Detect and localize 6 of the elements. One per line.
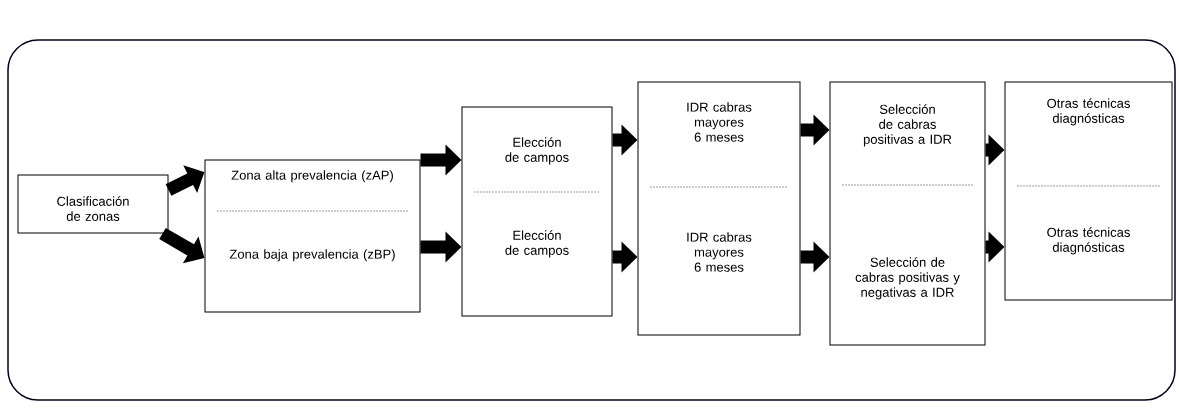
process-box: Zona alta prevalencia (zAP) Zona baja prevalencia (zBP) [204, 159, 421, 313]
process-box: Clasificación de zonas [17, 174, 169, 234]
process-box: Selección de cabras positivas a IDR Selección de cabras positivas y negativas a IDR [829, 81, 986, 346]
process-box: Otras técnicas diagnósticas Otras técnicas diagnósticas [1004, 81, 1173, 301]
process-box: IDR cabras mayores 6 meses IDR cabras mayores 6 meses [637, 81, 801, 336]
process-box: Elección de campos Elección de campos [461, 106, 613, 317]
